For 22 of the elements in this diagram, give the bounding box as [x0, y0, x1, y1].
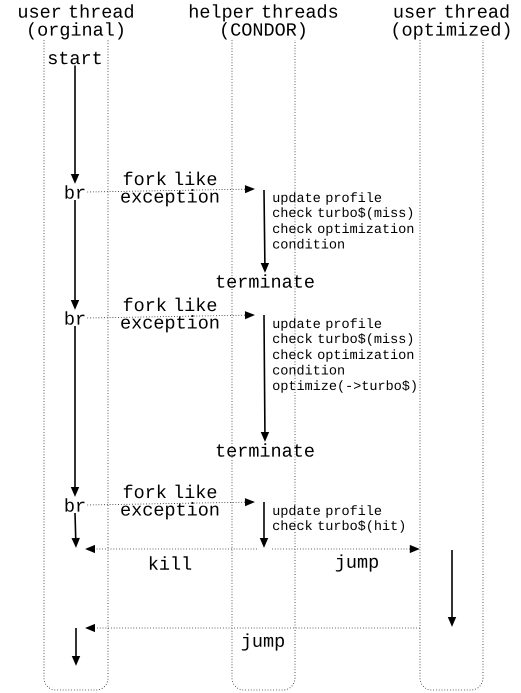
thread-event: br: [66, 185, 84, 199]
edge-label: jump: [242, 633, 284, 651]
note-text: optimize(->turbo$): [273, 380, 416, 393]
note-text: check turbo$(miss): [273, 333, 412, 346]
note-text: update profile: [273, 192, 382, 205]
note-text: update profile: [273, 318, 382, 331]
thread-event: br: [66, 498, 84, 512]
lane-heading: user thread (optimized): [394, 4, 510, 40]
thread-event: br: [66, 311, 84, 325]
note-text: check turbo$(hit): [273, 520, 404, 533]
terminate-text: terminate: [216, 274, 314, 288]
arrow-label: kill: [150, 556, 192, 570]
thread-event: start: [48, 52, 101, 64]
note-text: check turbo$(miss): [273, 207, 412, 220]
note-text: check optimization condition: [273, 223, 414, 249]
lane-heading: helper threads (CONDOR): [190, 4, 338, 40]
edge-label: fork like exception: [121, 172, 218, 206]
edge-label: fork like exception: [121, 484, 218, 520]
edge-label: fork like exception: [121, 298, 218, 332]
lane-heading: user thread (orginal): [19, 4, 133, 40]
edge-label: jump: [336, 554, 378, 572]
terminate-text: terminate: [216, 443, 314, 457]
